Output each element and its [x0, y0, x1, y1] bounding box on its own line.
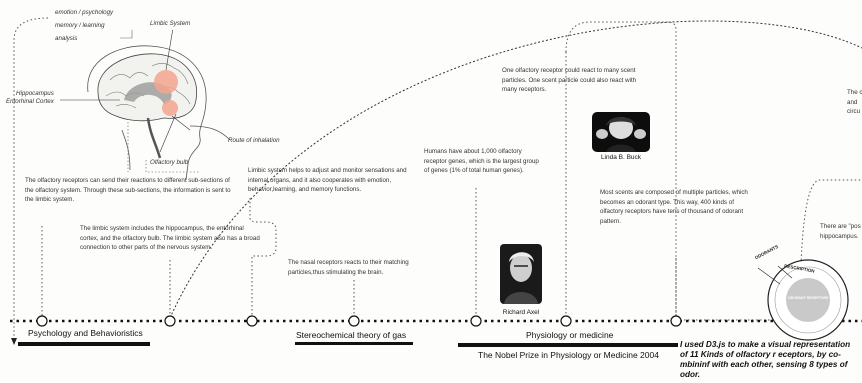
timeline-node-1: [36, 315, 48, 327]
timeline-node-4: [348, 315, 360, 327]
section-psychology: Psychology and Behavioristics: [28, 328, 143, 338]
timeline-node-3: [246, 315, 258, 327]
viz-center-label: ODORANT RECEPTORS: [788, 296, 829, 300]
entorhinal-label: Entorhinal Cortex: [6, 98, 54, 105]
section-stereochemical-bar: [295, 342, 413, 345]
photo-richard-axel: [500, 244, 542, 304]
great-arc: [169, 20, 862, 319]
name-richard-axel: Richard Axel: [502, 309, 540, 316]
name-linda-buck: Linda B. Buck: [600, 154, 642, 161]
timeline-node-6: [560, 315, 572, 327]
paragraph-scents: Most scents are composed of multiple par…: [600, 189, 748, 225]
term-memory: memory / learning: [55, 22, 105, 29]
brain-illustration: [60, 30, 231, 180]
left-guide-line: [13, 17, 49, 340]
paragraph-olfactory-receptors: The olfactory receptors can send their r…: [25, 177, 231, 203]
drop-line-3: [249, 198, 277, 316]
paragraph-right-top: The c and circu: [847, 89, 862, 115]
limbic-label: Limbic System: [150, 20, 191, 27]
paragraph-limbic-helps: Limbic system helps to adjust and monito…: [248, 167, 407, 193]
section-stereochemical: Stereochemical theory of gas: [296, 330, 407, 340]
nobel-caption: The Nobel Prize in Physiology or Medicin…: [478, 350, 659, 360]
section-physiology-bar: [458, 343, 678, 347]
paragraph-one-receptor: One olfactory receptor could react to ma…: [502, 67, 637, 93]
photo-linda-buck: [592, 112, 650, 152]
arrow-down-icon: [11, 338, 17, 345]
paragraph-nasal: The nasal receptors reacts to their matc…: [288, 259, 409, 276]
route-label: Route of inhalation: [228, 137, 280, 144]
term-analysis: analysis: [55, 35, 78, 42]
bulb-label: Olfactory bulb: [150, 159, 189, 166]
hippocampus-label: Hippocampus: [16, 90, 54, 97]
bracket-right-col: [565, 21, 677, 320]
receptor-visualization: [757, 259, 849, 341]
term-emotion: emotion / psychology: [55, 9, 114, 16]
d3-note: I used D3.js to make a visual representa…: [680, 340, 851, 379]
timeline-node-2: [164, 315, 176, 327]
timeline-node-5: [470, 315, 482, 327]
section-psychology-bar: [18, 342, 150, 346]
paragraph-right-pos: There are "pos hippocampus.: [820, 223, 861, 240]
paragraph-genes: Humans have about 1,000 olfactory recept…: [424, 148, 539, 174]
timeline-node-7: [670, 315, 682, 327]
paragraph-limbic-includes: The limbic system includes the hippocamp…: [80, 225, 260, 251]
section-physiology: Physiology or medicine: [526, 330, 614, 340]
